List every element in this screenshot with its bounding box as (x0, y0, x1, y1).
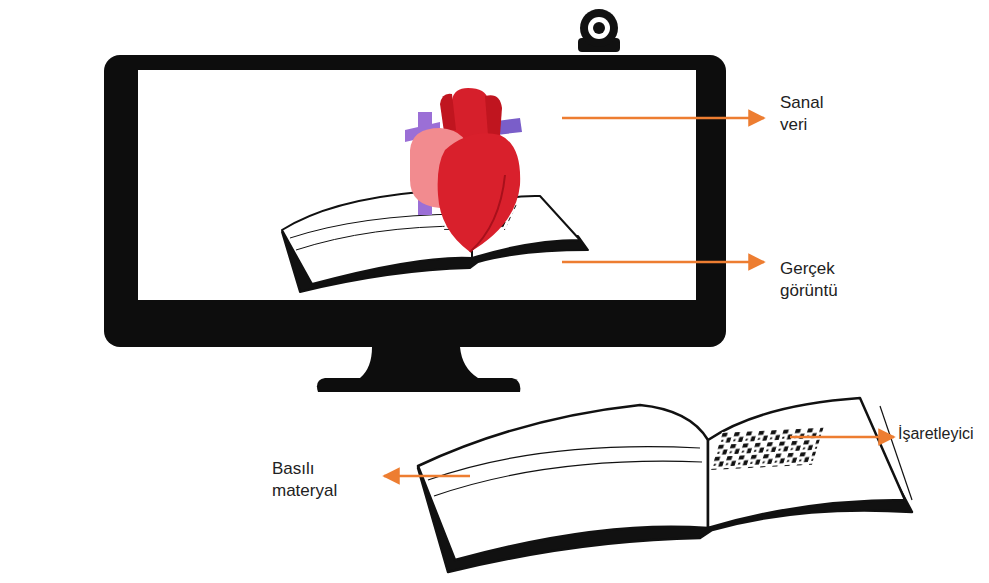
printed-marker (710, 427, 824, 470)
monitor (104, 55, 726, 392)
heart (405, 88, 522, 252)
callout-label: İşaretleyici (898, 424, 984, 445)
printed-book (418, 398, 912, 572)
leader-arrows (384, 118, 894, 476)
callout-label: Gerçek görüntü (780, 258, 870, 302)
webcam (578, 9, 620, 52)
callout-label: Sanal veri (780, 92, 850, 136)
callout-label: Basılı materyal (272, 458, 362, 502)
